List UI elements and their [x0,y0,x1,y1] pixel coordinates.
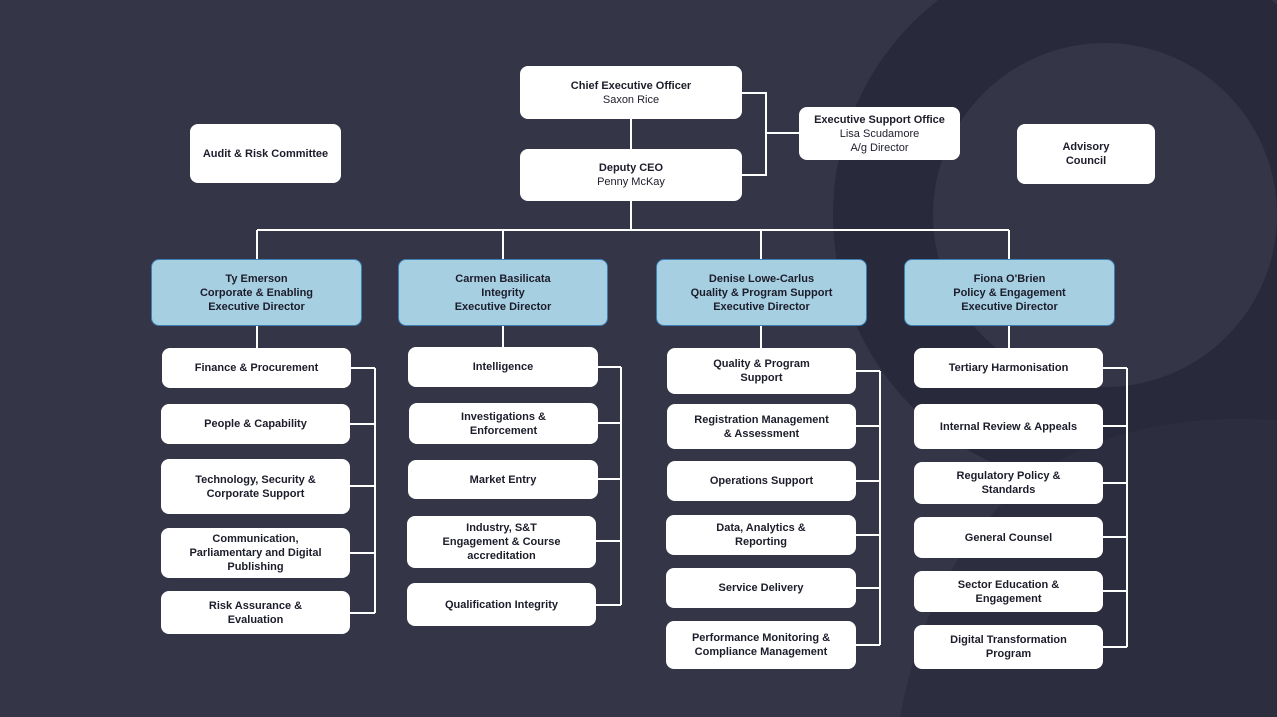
ceo-name: Saxon Rice [602,93,660,106]
director-name: Denise Lowe-Carlus [708,272,815,285]
advisory-council-line1: Advisory [1062,141,1110,153]
exec-support-title: Executive Support Office [814,113,945,126]
unit-data-analytics: Data, Analytics & Reporting [666,515,856,555]
unit-finance-procurement: Finance & Procurement [162,348,351,388]
director-portfolio: Policy & Engagement [953,286,1066,299]
unit-label: Performance Monitoring & [691,632,831,644]
audit-risk-committee-box: Audit & Risk Committee [190,124,341,183]
director-role: Executive Director [713,300,810,313]
unit-label: Finance & Procurement [194,362,319,374]
unit-label: Operations Support [709,475,814,487]
unit-label: Engagement & Course [442,536,561,548]
exec-support-name: Lisa Scudamore [839,127,920,140]
unit-label: Regulatory Policy & [956,470,1061,482]
unit-label: Investigations & [461,410,546,423]
unit-label: Program [985,648,1032,660]
unit-service-delivery: Service Delivery [666,568,856,608]
unit-label: Technology, Security & [195,473,316,486]
director-role: Executive Director [454,300,552,313]
unit-label: Internal Review & Appeals [939,420,1078,433]
unit-label: Publishing [227,561,284,573]
unit-label: Quality & Program [713,358,810,370]
unit-label: Registration Management [694,413,829,426]
director-integrity-box: Carmen Basilicata Integrity Executive Di… [398,259,608,326]
advisory-council-box: Advisory Council [1017,124,1155,184]
director-name: Carmen Basilicata [455,272,551,285]
unit-label: Enforcement [469,424,538,437]
director-portfolio: Corporate & Enabling [199,286,314,299]
executive-support-office-box: Executive Support Office Lisa Scudamore … [799,107,960,160]
director-role: Executive Director [208,300,305,313]
unit-label: Parliamentary and Digital [189,547,322,559]
director-portfolio: Quality & Program Support [690,286,833,299]
ceo-box: Chief Executive Officer Saxon Rice [520,66,742,119]
advisory-council-line2: Council [1065,155,1107,167]
unit-communication-publishing: Communication, Parliamentary and Digital… [161,528,350,578]
unit-intelligence: Intelligence [408,347,598,387]
unit-label: Digital Transformation [950,634,1067,646]
unit-risk-assurance: Risk Assurance & Evaluation [161,591,350,634]
unit-label: Engagement [975,592,1042,605]
unit-label: Service Delivery [718,582,804,594]
director-portfolio: Integrity [481,286,525,299]
unit-label: Corporate Support [206,487,305,500]
audit-risk-committee-label: Audit & Risk Committee [202,147,329,160]
unit-label: Qualification Integrity [444,598,559,611]
unit-label: & Assessment [723,427,800,440]
unit-label: Intelligence [472,361,534,373]
unit-label: Reporting [735,536,787,548]
unit-label: Communication, [212,533,299,545]
exec-support-role: A/g Director [850,141,909,154]
director-policy-box: Fiona O'Brien Policy & Engagement Execut… [904,259,1115,326]
unit-label: Market Entry [469,473,537,486]
director-name: Fiona O'Brien [973,272,1046,285]
deputy-ceo-box: Deputy CEO Penny McKay [520,149,742,201]
ceo-title: Chief Executive Officer [570,79,692,92]
unit-label: Compliance Management [694,646,828,658]
unit-sector-education: Sector Education & Engagement [914,571,1103,612]
unit-operations-support: Operations Support [667,461,856,501]
unit-performance-monitoring: Performance Monitoring & Compliance Mana… [666,621,856,669]
unit-technology-security: Technology, Security & Corporate Support [161,459,350,514]
unit-label: Data, Analytics & [716,522,806,534]
director-role: Executive Director [961,300,1058,313]
unit-label: accreditation [467,550,536,562]
unit-market-entry: Market Entry [408,460,598,499]
unit-tertiary-harmonisation: Tertiary Harmonisation [914,348,1103,388]
unit-label: General Counsel [964,531,1053,544]
unit-internal-review-appeals: Internal Review & Appeals [914,404,1103,449]
unit-quality-program-support: Quality & Program Support [667,348,856,394]
unit-digital-transformation: Digital Transformation Program [914,625,1103,669]
unit-label: Tertiary Harmonisation [948,362,1069,374]
unit-industry-engagement: Industry, S&T Engagement & Course accred… [407,516,596,568]
unit-regulatory-policy: Regulatory Policy & Standards [914,462,1103,504]
unit-investigations-enforcement: Investigations & Enforcement [409,403,598,444]
deputy-ceo-title: Deputy CEO [598,162,664,174]
unit-label: Risk Assurance & [208,599,303,612]
deputy-ceo-name: Penny McKay [597,176,665,188]
unit-label: People & Capability [204,418,307,430]
unit-label: Support [740,372,783,384]
director-name: Ty Emerson [225,272,288,285]
unit-people-capability: People & Capability [161,404,350,444]
unit-registration-management: Registration Management & Assessment [667,404,856,449]
unit-general-counsel: General Counsel [914,517,1103,558]
unit-label: Evaluation [227,613,284,626]
director-corporate-box: Ty Emerson Corporate & Enabling Executiv… [151,259,362,326]
unit-label: Standards [981,484,1036,496]
unit-qualification-integrity: Qualification Integrity [407,583,596,626]
director-quality-box: Denise Lowe-Carlus Quality & Program Sup… [656,259,867,326]
unit-label: Sector Education & [957,578,1060,591]
unit-label: Industry, S&T [466,522,537,534]
